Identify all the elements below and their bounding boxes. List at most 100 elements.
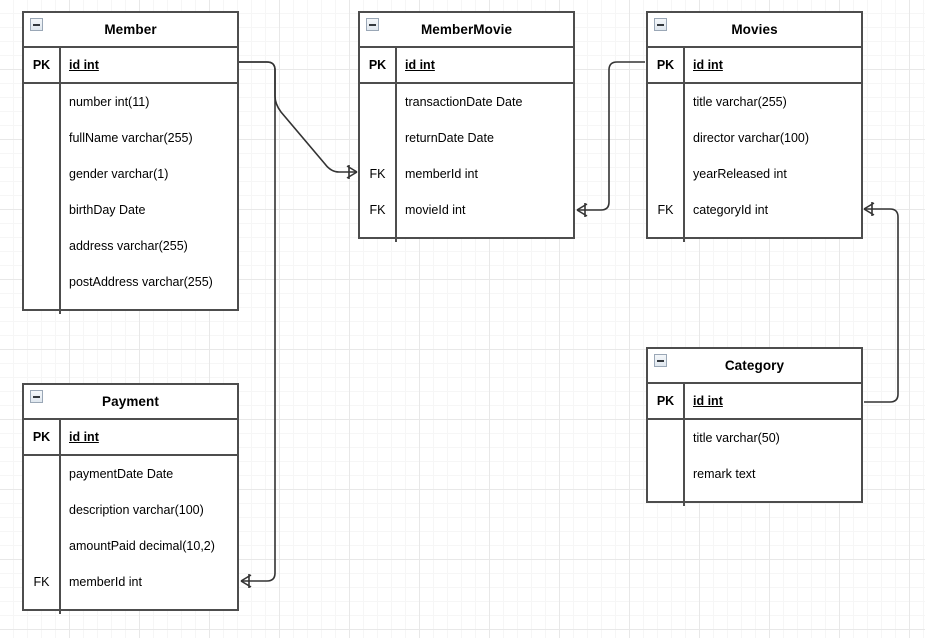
key-label: FK [360, 156, 397, 192]
entity-category-row-title[interactable]: title varchar(50) [648, 420, 861, 456]
entity-category-row-remark[interactable]: remark text [648, 456, 861, 492]
key-label [648, 120, 685, 156]
entity-member-row-id[interactable]: PK id int [24, 48, 237, 84]
minus-box-icon[interactable] [30, 390, 43, 403]
crowfoot-membermovie-movieid [576, 203, 588, 217]
key-label [24, 492, 61, 528]
entity-membermovie-row-movieid[interactable]: FK movieId int [360, 192, 573, 228]
attribute-label: description varchar(100) [69, 503, 204, 517]
attribute-label: id int [69, 430, 99, 444]
attribute-label: gender varchar(1) [69, 167, 169, 181]
key-label: PK [24, 48, 61, 82]
entity-payment-row-amountpaid[interactable]: amountPaid decimal(10,2) [24, 528, 237, 564]
attribute-label: paymentDate Date [69, 467, 174, 481]
entity-member-header: Member [24, 13, 237, 48]
key-label [24, 156, 61, 192]
key-label: FK [24, 564, 61, 600]
entity-member-row-postaddress[interactable]: postAddress varchar(255) [24, 264, 237, 300]
entity-membermovie[interactable]: MemberMovie PK id int transactionDate Da… [358, 11, 575, 242]
entity-member-row-fullname[interactable]: fullName varchar(255) [24, 120, 237, 156]
key-label: PK [360, 48, 397, 82]
entity-membermovie-footer-pad [360, 228, 573, 242]
attribute-label: address varchar(255) [69, 239, 188, 253]
minus-box-icon[interactable] [30, 18, 43, 31]
entity-category-row-id[interactable]: PK id int [648, 384, 861, 420]
key-column-pad [360, 228, 397, 242]
attribute-label: birthDay Date [69, 203, 146, 217]
attribute-label: categoryId int [693, 203, 769, 217]
entity-member-row-gender[interactable]: gender varchar(1) [24, 156, 237, 192]
attribute-label: title varchar(255) [693, 95, 787, 109]
key-label: PK [24, 420, 61, 454]
entity-membermovie-row-memberid[interactable]: FK memberId int [360, 156, 573, 192]
key-column-pad [648, 492, 685, 506]
entity-membermovie-row-returndate[interactable]: returnDate Date [360, 120, 573, 156]
crowfoot-payment-memberid [240, 574, 252, 588]
entity-payment-footer-pad [24, 600, 237, 614]
entity-payment-title: Payment [102, 394, 159, 409]
attribute-label: title varchar(50) [693, 431, 780, 445]
attribute-label: returnDate Date [405, 131, 494, 145]
attribute-label: id int [693, 394, 723, 408]
link-movies-membermovie [577, 61, 645, 211]
entity-movies-header: Movies [648, 13, 861, 48]
entity-movies-row-yearreleased[interactable]: yearReleased int [648, 156, 861, 192]
entity-payment-row-memberid[interactable]: FK memberId int [24, 564, 237, 600]
attribute-label: number int(11) [69, 95, 150, 109]
attribute-label: yearReleased int [693, 167, 787, 181]
key-label [24, 84, 61, 120]
entity-movies-row-title[interactable]: title varchar(255) [648, 84, 861, 120]
link-member-membermovie [239, 61, 357, 173]
entity-category[interactable]: Category PK id int title varchar(50) rem… [646, 347, 863, 506]
minus-box-icon[interactable] [366, 18, 379, 31]
attribute-label: memberId int [69, 575, 142, 589]
key-label [24, 528, 61, 564]
key-label [24, 120, 61, 156]
key-column-pad [24, 600, 61, 614]
entity-member-row-birthday[interactable]: birthDay Date [24, 192, 237, 228]
entity-member-title: Member [104, 22, 157, 37]
attribute-label: memberId int [405, 167, 478, 181]
entity-payment-row-paymentdate[interactable]: paymentDate Date [24, 456, 237, 492]
entity-payment-header: Payment [24, 385, 237, 420]
entity-payment-row-id[interactable]: PK id int [24, 420, 237, 456]
key-label: FK [360, 192, 397, 228]
entity-category-title: Category [724, 358, 785, 373]
key-label [360, 84, 397, 120]
entity-movies-row-categoryid[interactable]: FK categoryId int [648, 192, 861, 228]
key-label [648, 156, 685, 192]
entity-member-row-address[interactable]: address varchar(255) [24, 228, 237, 264]
link-member-payment [239, 61, 276, 582]
entity-membermovie-header: MemberMovie [360, 13, 573, 48]
attribute-label: id int [69, 58, 99, 72]
minus-box-icon[interactable] [654, 18, 667, 31]
minus-box-icon[interactable] [654, 354, 667, 367]
attribute-label: fullName varchar(255) [69, 131, 193, 145]
crowfoot-movies-categoryid [863, 202, 875, 216]
key-column-pad [24, 300, 61, 314]
crowfoot-membermovie-memberid [346, 165, 358, 179]
attribute-label: director varchar(100) [693, 131, 810, 145]
entity-membermovie-title: MemberMovie [420, 22, 513, 37]
entity-payment[interactable]: Payment PK id int paymentDate Date descr… [22, 383, 239, 614]
attribute-label: amountPaid decimal(10,2) [69, 539, 215, 553]
entity-category-footer-pad [648, 492, 861, 506]
entity-member-row-number[interactable]: number int(11) [24, 84, 237, 120]
attribute-label: id int [693, 58, 723, 72]
entity-member[interactable]: Member PK id int number int(11) fullName… [22, 11, 239, 314]
key-label: FK [648, 192, 685, 228]
entity-movies-row-id[interactable]: PK id int [648, 48, 861, 84]
key-label [24, 228, 61, 264]
entity-movies[interactable]: Movies PK id int title varchar(255) dire… [646, 11, 863, 242]
entity-payment-row-description[interactable]: description varchar(100) [24, 492, 237, 528]
key-label [648, 456, 685, 492]
key-label [24, 456, 61, 492]
entity-membermovie-row-transactiondate[interactable]: transactionDate Date [360, 84, 573, 120]
entity-movies-row-director[interactable]: director varchar(100) [648, 120, 861, 156]
key-label [24, 264, 61, 300]
key-label: PK [648, 384, 685, 418]
entity-movies-footer-pad [648, 228, 861, 242]
entity-movies-title: Movies [731, 22, 778, 37]
entity-membermovie-row-id[interactable]: PK id int [360, 48, 573, 84]
